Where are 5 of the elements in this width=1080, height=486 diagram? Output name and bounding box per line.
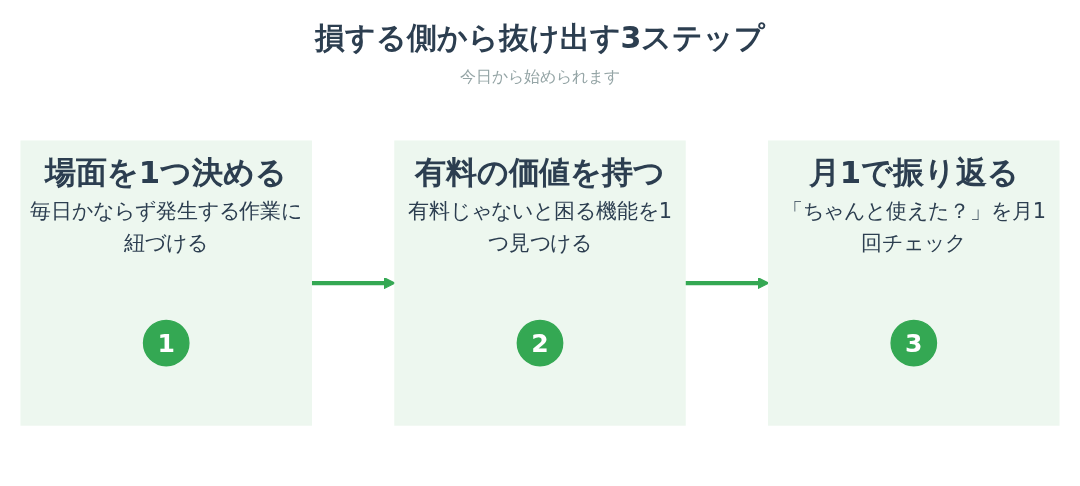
node-circle: 2 (516, 319, 564, 367)
subtitle: 今日から始められます (460, 67, 620, 88)
diagram-title: 損する側から抜け出す3ステップ (314, 19, 766, 57)
node-circle: 1 (142, 319, 190, 367)
node-circle: 3 (890, 319, 938, 367)
